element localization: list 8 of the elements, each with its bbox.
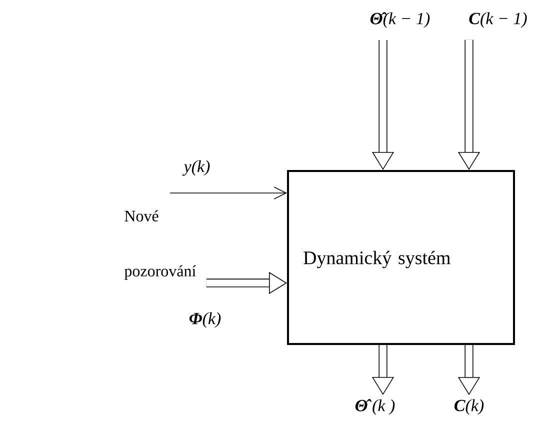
input-text: Nové pozorování	[124, 210, 196, 280]
variable-label: C(k − 1)	[469, 12, 527, 28]
edge-label: y(k)	[182, 160, 210, 176]
edge-label: Φ(k)	[189, 312, 221, 328]
system-box: Dynamický systém	[287, 170, 515, 345]
variable-label: C(k)	[454, 399, 484, 415]
arrow	[170, 186, 287, 200]
variable-label: Θ̂(k )	[355, 399, 395, 415]
